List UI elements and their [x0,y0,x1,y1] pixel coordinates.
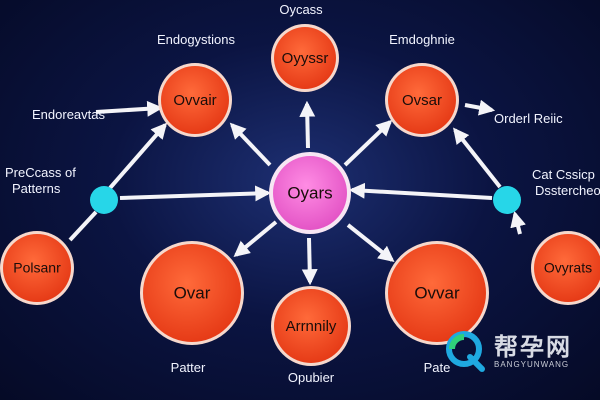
label-left-middle-2: Patterns [12,181,61,196]
connector-dots [90,186,521,214]
label-bottom-left: Patter [170,360,206,375]
arrow-upper-right-outward [464,99,496,116]
node-lower-left: Ovar [140,241,244,345]
watermark-sub-text: BANGYUNWANG [494,359,570,369]
label-upper-right: Emdoghnie [389,32,455,47]
label-bottom-center: Opubier [287,370,335,385]
arrow-left-dot-to-center [119,185,272,202]
node-label-top: Oyyssr [282,50,329,67]
arrow-center-to-lower-right [346,223,395,262]
watermark: 帮孕网 BANGYUNWANG [444,326,594,376]
line-left-node-to-dot [68,210,98,242]
connector-arrows [68,99,526,286]
label-top: Oycass [279,2,323,17]
label-bottom-right: Pate [423,360,451,375]
q-logo-icon [444,329,488,373]
node-label-center: Oyars [287,183,332,202]
node-label-right: Ovyrats [544,260,592,276]
node-top: Oyyssr [271,24,339,92]
node-label-upper-left: Ovvair [173,92,216,109]
node-center: Oyars [269,152,351,234]
node-upper-left: Ovvair [158,63,232,137]
connector-dot-left [90,186,118,214]
label-right-middle-2: Dsstercheos [535,183,600,198]
node-label-upper-right: Ovsar [402,92,442,109]
arrow-label-to-upper-left [95,100,164,117]
node-bottom: Arrnnily [271,286,351,366]
arrow-left-dot-to-upper-left [108,122,168,190]
node-left: Polsanr [0,231,74,305]
node-label-lower-left: Ovar [174,283,211,302]
watermark-main-text: 帮孕网 [494,332,572,361]
node-right: Ovyrats [531,231,600,305]
arrow-center-to-upper-left [229,122,272,167]
node-upper-right: Ovsar [385,63,459,137]
arrow-center-to-lower-left [233,220,278,258]
node-lower-right: Ovvar [385,241,489,345]
arrow-right-dot-to-center [348,182,493,200]
arrow-right-node-to-dot [510,210,526,235]
node-label-bottom: Arrnnily [286,318,337,335]
label-right-middle-1: Cat Cssicp [532,167,595,182]
label-right-upper: Orderl Reiic [494,111,563,126]
arrow-center-to-top [299,100,316,149]
node-label-left: Polsanr [13,260,61,276]
label-far-left-upper: Endoreavtas [32,107,105,122]
node-label-lower-right: Ovvar [414,283,460,302]
arrow-right-dot-to-upper-right [453,127,502,189]
arrow-center-to-upper-right [343,119,393,167]
arrow-center-to-bottom [301,237,318,286]
label-left-middle-1: PreCcass of [5,165,76,180]
label-upper-left: Endogystions [156,32,236,47]
connector-dot-right [493,186,521,214]
